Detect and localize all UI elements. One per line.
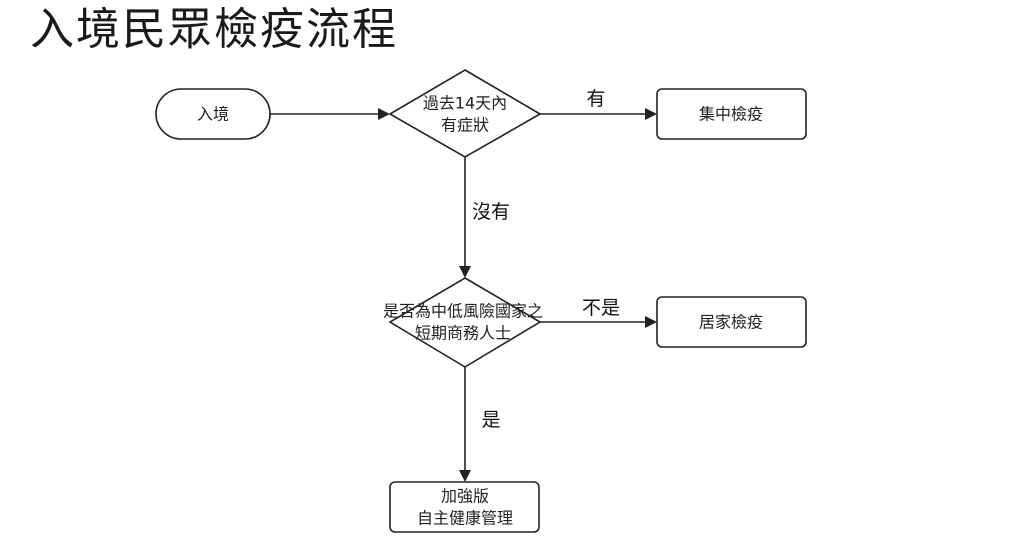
edge-start-arrowhead — [378, 108, 390, 120]
home-quarantine-label: 居家檢疫 — [699, 313, 763, 332]
symptom-check-decision — [388, 69, 542, 158]
enhanced-management-label-line1: 加強版 — [441, 487, 489, 506]
central-quarantine-node — [656, 88, 807, 140]
edge-symptom-no-arrowhead — [459, 266, 471, 278]
edge-risk-yes-arrowhead — [459, 470, 471, 482]
risk-check-label-line2: 短期商務人士 — [415, 324, 511, 343]
symptom-check-label-line1: 過去14天內 — [423, 94, 507, 113]
start-node — [155, 88, 271, 140]
page-title: 入境民眾檢疫流程 — [30, 4, 398, 55]
edge-label-symptom-yes: 有 — [586, 88, 605, 110]
edge-risk-no-arrowhead — [645, 316, 657, 328]
edge-label-risk-no: 不是 — [582, 297, 620, 319]
edge-label-symptom-no: 沒有 — [472, 201, 510, 223]
symptom-check-label-line2: 有症狀 — [441, 116, 489, 135]
edge-label-risk-yes: 是 — [481, 409, 500, 431]
enhanced-management-label-line2: 自主健康管理 — [417, 509, 513, 528]
risk-check-label-line1: 是否為中低風險國家之 — [383, 302, 543, 321]
home-quarantine-node — [656, 296, 807, 348]
central-quarantine-label: 集中檢疫 — [699, 105, 763, 124]
edge-symptom-yes-arrowhead — [645, 108, 657, 120]
enhanced-management-node — [389, 481, 540, 533]
risk-check-decision — [388, 277, 542, 368]
start-node-label: 入境 — [197, 105, 229, 124]
